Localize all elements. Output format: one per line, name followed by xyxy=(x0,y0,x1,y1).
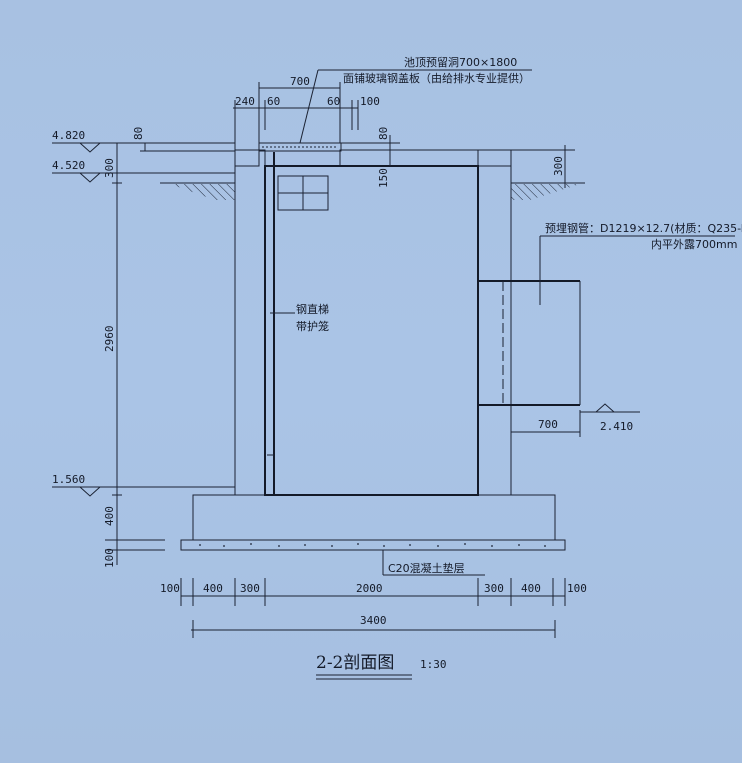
dim-left-300: 300 xyxy=(103,158,116,178)
dim-b-3: 2000 xyxy=(356,582,383,595)
dim-height: 2960 xyxy=(103,326,116,353)
cushion-leader xyxy=(382,550,485,576)
bottom-dims xyxy=(180,578,566,638)
elev-top: 4.820 xyxy=(52,129,85,142)
dim-right-ext: 100 xyxy=(360,95,380,108)
dim-b-4: 300 xyxy=(484,582,504,595)
dim-slab-left: 80 xyxy=(132,127,145,140)
dim-slab-inner: 150 xyxy=(377,168,390,188)
note-ladder-1: 钢直梯 xyxy=(296,302,329,316)
note-pipe-exposure: 内平外露700mm xyxy=(651,237,737,251)
base-slab xyxy=(192,494,556,541)
roof-slab xyxy=(339,149,512,167)
pipe-leader xyxy=(539,235,735,255)
dim-left-gap: 60 xyxy=(267,95,280,108)
dim-b-5: 400 xyxy=(521,582,541,595)
right-wall xyxy=(477,149,512,496)
note-roof-opening: 池顶预留洞700×1800 xyxy=(404,56,517,69)
dim-slab-right: 80 xyxy=(377,127,390,140)
right-300-dim xyxy=(511,145,575,188)
dim-opening: 700 xyxy=(290,75,310,88)
dim-right-300: 300 xyxy=(552,156,565,176)
ground-right xyxy=(511,182,585,200)
pipe-dims xyxy=(511,403,640,437)
elev-floor: 1.560 xyxy=(52,473,85,486)
cushion-dots xyxy=(199,543,546,547)
embedded-pipe xyxy=(478,255,581,406)
dim-b-1: 400 xyxy=(203,582,223,595)
dim-b-6: 100 xyxy=(567,582,587,595)
ground-left xyxy=(160,182,235,200)
left-wall xyxy=(234,149,266,496)
note-ladder-2: 带护笼 xyxy=(296,319,329,333)
dim-base: 400 xyxy=(103,506,116,526)
drawing-scale: 1:30 xyxy=(420,658,447,671)
drawing-title: 2-2剖面图 xyxy=(316,653,394,673)
ladder-cage xyxy=(277,175,329,211)
note-cover-plate: 面铺玻璃钢盖板（由给排水专业提供） xyxy=(343,71,530,85)
dim-pipe-700: 700 xyxy=(538,418,558,431)
elevation-markers xyxy=(52,142,235,565)
dim-right-gap: 60 xyxy=(327,95,340,108)
dim-total: 3400 xyxy=(360,614,387,627)
tank-cavity xyxy=(264,165,479,496)
dim-b-0: 100 xyxy=(160,582,180,595)
cushion-layer xyxy=(180,539,566,551)
note-cushion: C20混凝土垫层 xyxy=(388,561,465,575)
elev-ground: 4.520 xyxy=(52,159,85,172)
top-dimensions xyxy=(233,69,532,166)
note-pipe-spec: 预埋钢管：D1219×12.7(材质：Q235-B) xyxy=(545,221,742,235)
dim-left-wall-top: 240 xyxy=(235,95,255,108)
dim-cushion: 100 xyxy=(103,548,116,568)
dim-b-2: 300 xyxy=(240,582,260,595)
elev-pipe-bottom: 2.410 xyxy=(600,420,633,433)
roof-slab-left xyxy=(234,149,260,167)
